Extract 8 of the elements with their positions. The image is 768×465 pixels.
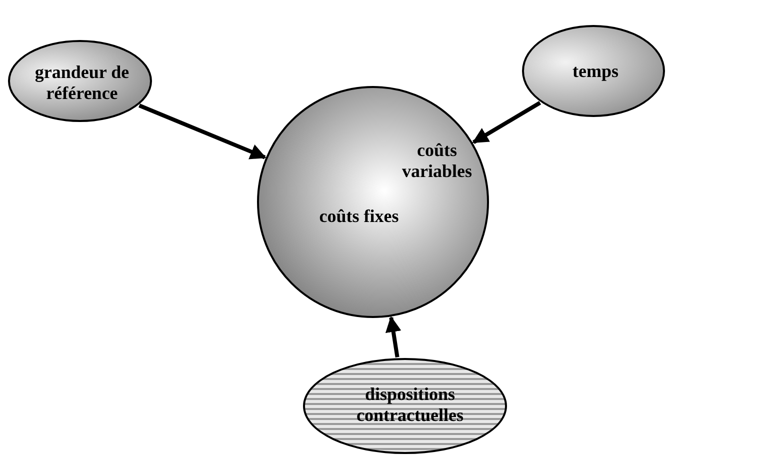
arrow xyxy=(138,104,266,160)
node-label: dispositions contractuelles xyxy=(356,384,464,426)
node-label: grandeur de référence xyxy=(34,62,130,104)
node-label: coûts fixes xyxy=(319,206,399,227)
node-label: coûts variables xyxy=(401,140,473,182)
arrow xyxy=(385,316,402,358)
arrow xyxy=(472,101,542,144)
node-label: temps xyxy=(572,61,620,82)
